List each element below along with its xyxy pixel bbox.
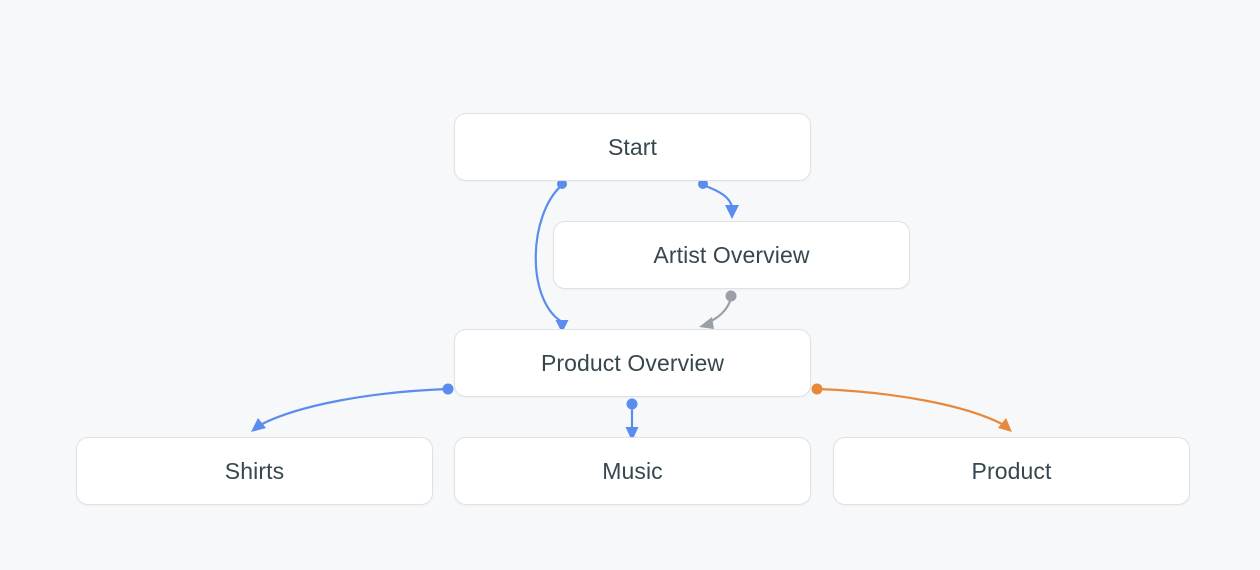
node-label: Shirts bbox=[224, 457, 285, 484]
node-label: Product bbox=[971, 457, 1052, 484]
node-artist-overview[interactable]: Artist Overview bbox=[553, 221, 910, 289]
node-product-overview[interactable]: Product Overview bbox=[454, 329, 811, 397]
edge-product-overview-to-product bbox=[811, 383, 1012, 432]
node-label: Product Overview bbox=[540, 349, 725, 376]
node-start[interactable]: Start bbox=[454, 113, 811, 181]
edge-product-overview-to-shirts bbox=[251, 383, 454, 432]
node-label: Artist Overview bbox=[653, 241, 810, 268]
edge-artist-to-product-overview bbox=[699, 290, 737, 329]
node-shirts[interactable]: Shirts bbox=[76, 437, 433, 505]
edge-product-overview-to-music bbox=[625, 398, 639, 441]
node-music[interactable]: Music bbox=[454, 437, 811, 505]
node-label: Music bbox=[602, 457, 663, 484]
node-product[interactable]: Product bbox=[833, 437, 1190, 505]
edge-start-to-artist-overview bbox=[698, 179, 739, 219]
node-label: Start bbox=[607, 133, 658, 160]
